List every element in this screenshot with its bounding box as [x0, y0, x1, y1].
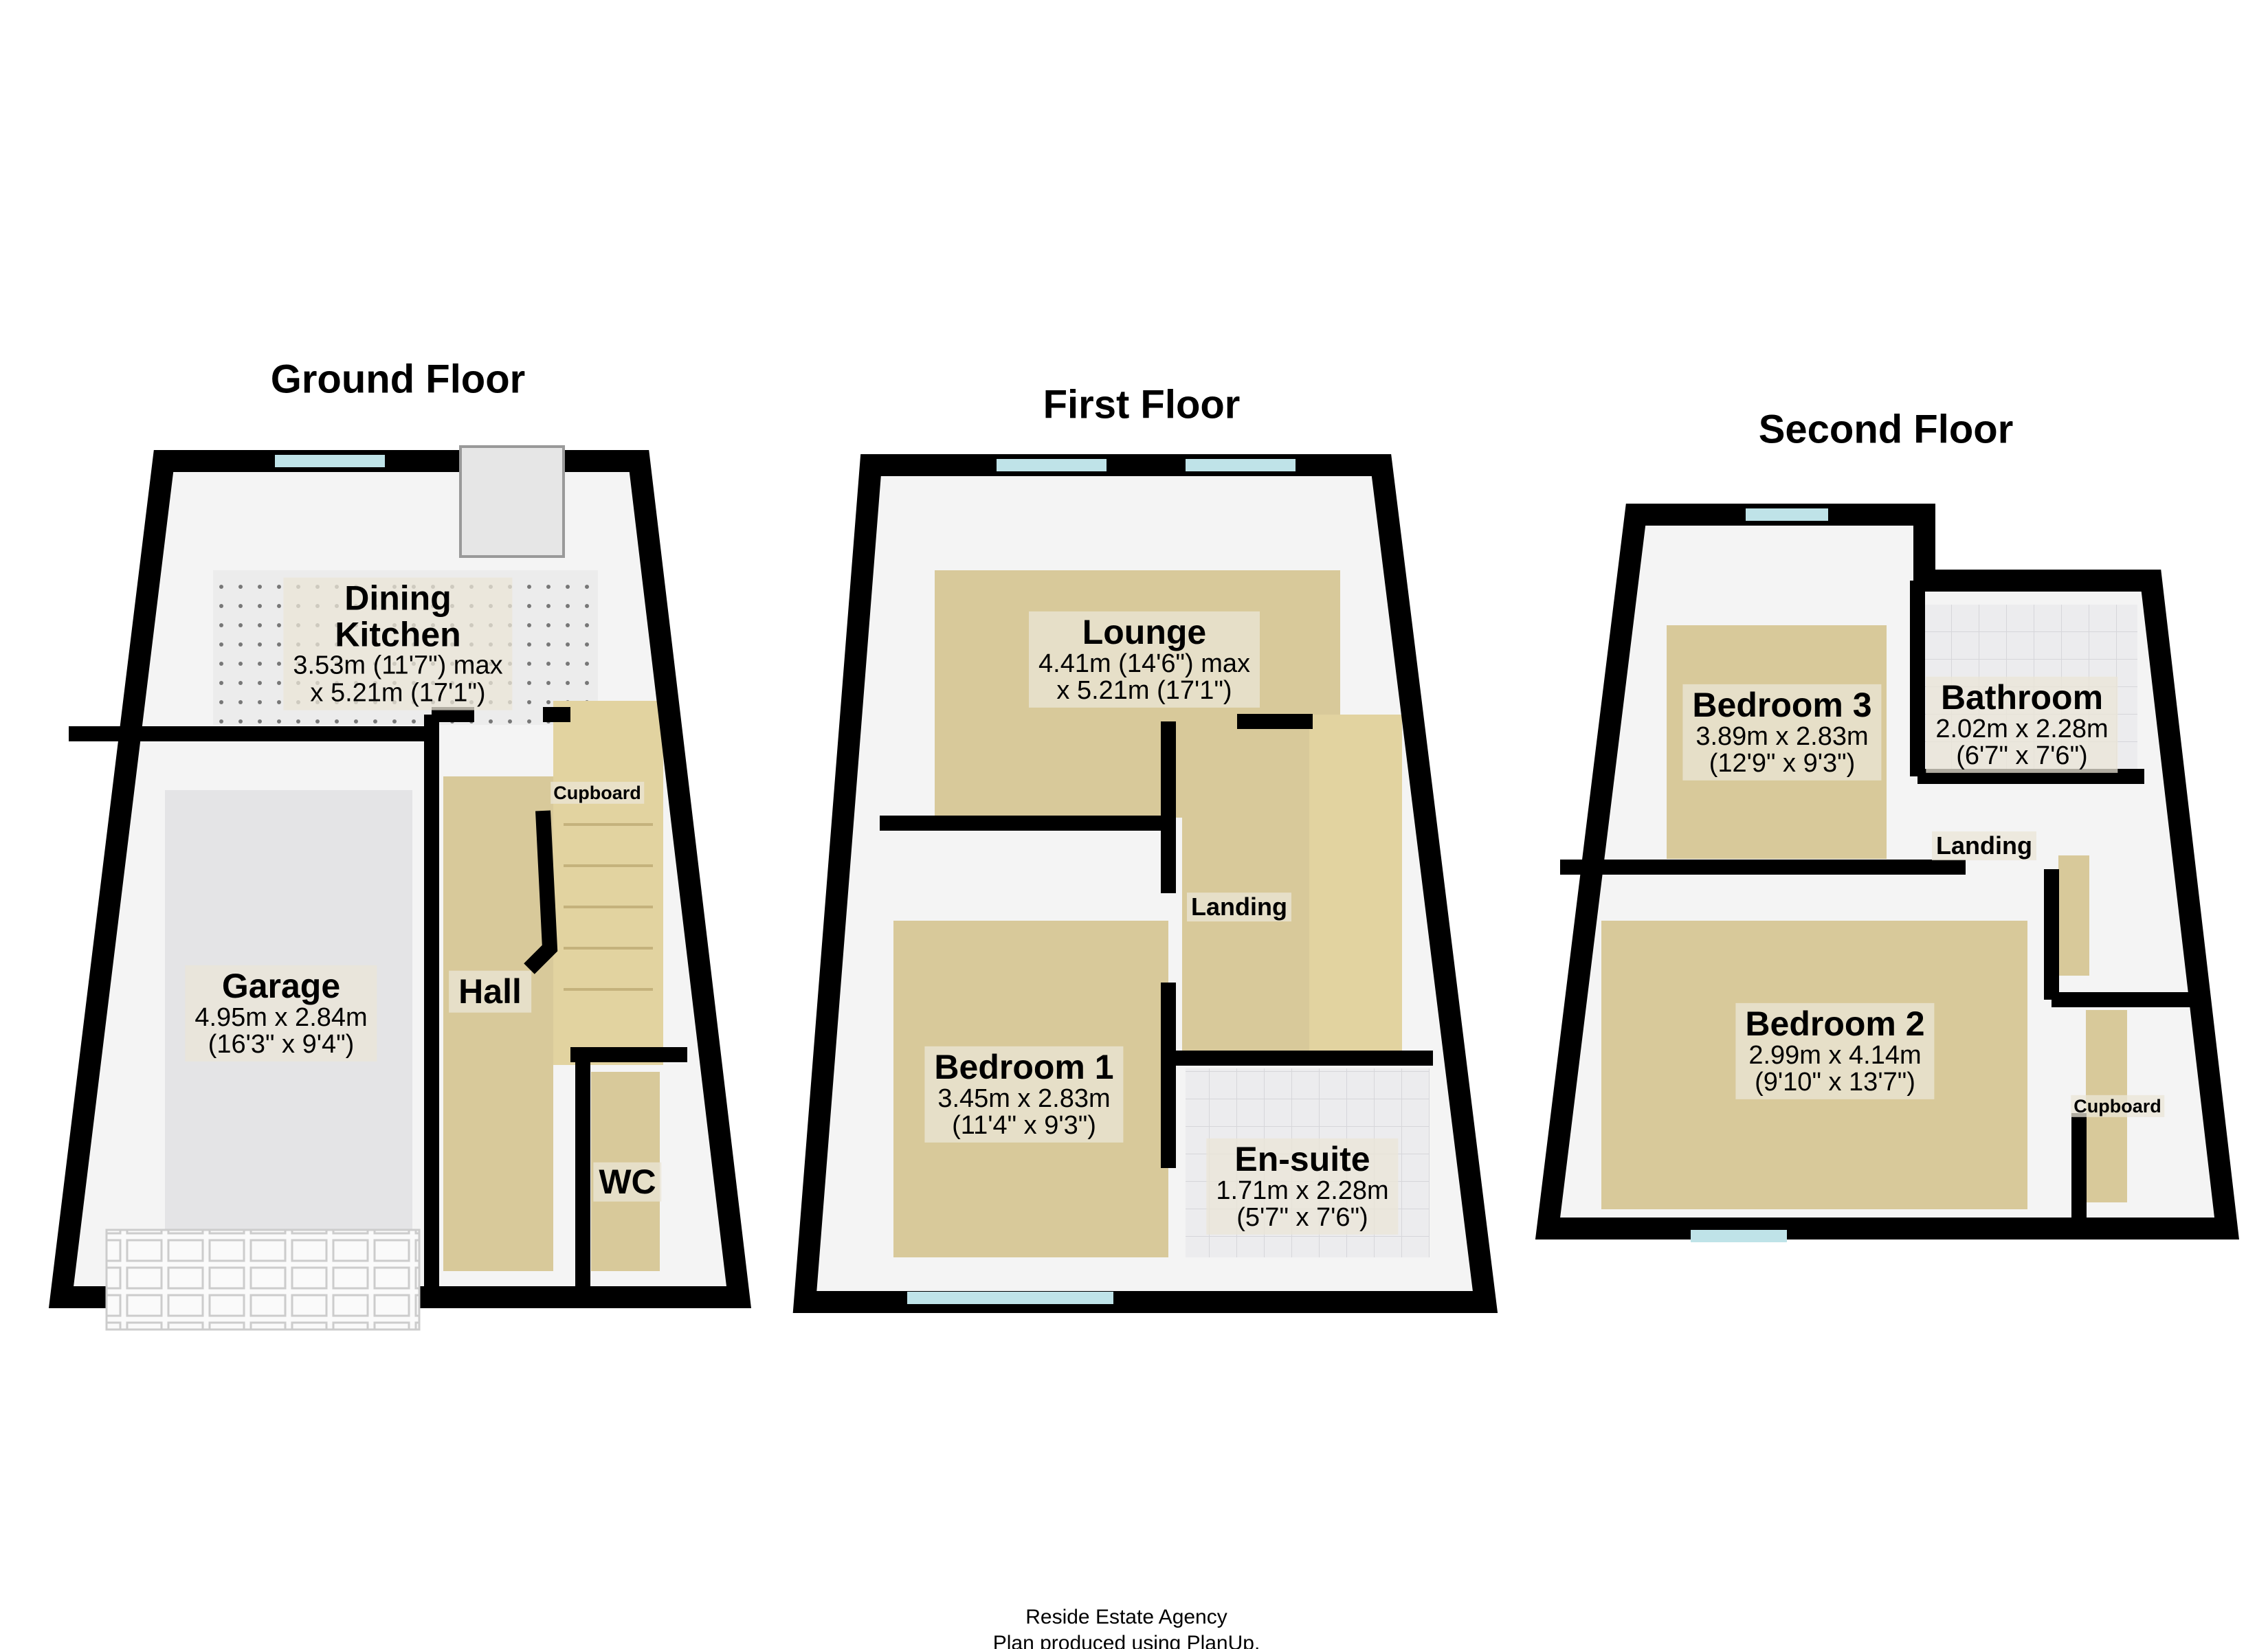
- ground-interior-walls: [69, 707, 687, 1292]
- bedroom2-label: Bedroom 2 2.99m x 4.14m (9'10" x 13'7"): [1735, 1002, 1935, 1100]
- room-dimensions: 1.71m x 2.28m: [1216, 1176, 1389, 1205]
- second-interior-walls: [1560, 581, 2199, 1223]
- agency-name: Reside Estate Agency: [1025, 1606, 1227, 1628]
- wc-label: WC: [593, 1162, 662, 1202]
- second-cupboard-label: Cupboard: [2071, 1095, 2164, 1118]
- room-dimensions: 3.89m x 2.83m: [1696, 721, 1869, 751]
- room-dimensions: x 5.21m (17'1"): [310, 678, 486, 708]
- ensuite-label: En-suite 1.71m x 2.28m (5'7" x 7'6"): [1206, 1138, 1399, 1235]
- stairs: [553, 701, 663, 1065]
- room-name: Lounge: [1082, 612, 1207, 651]
- room-dimensions: (16'3" x 9'4"): [208, 1030, 355, 1059]
- first-floor-title: First Floor: [1043, 382, 1241, 427]
- second-outer-wall: [1535, 504, 2239, 1239]
- room-dimensions: x 5.21m (17'1"): [1056, 676, 1232, 706]
- bedroom1-label: Bedroom 1 3.45m x 2.83m (11'4" x 9'3"): [924, 1046, 1124, 1143]
- first-interior-walls: [880, 714, 1433, 1168]
- room-dimensions: (5'7" x 7'6"): [1236, 1203, 1368, 1233]
- bedroom3-window: [1746, 508, 1828, 521]
- room-dimensions: (12'9" x 9'3"): [1709, 749, 1856, 778]
- room-name: Garage: [221, 966, 341, 1005]
- hall-floor: [443, 776, 553, 1271]
- room-name: Bathroom: [1940, 677, 2104, 717]
- first-landing-label: Landing: [1187, 893, 1291, 921]
- dining-kitchen-label: Dining Kitchen 3.53m (11'7") max x 5.21m…: [283, 577, 513, 710]
- kitchen-window-1: [275, 455, 385, 467]
- second-floor-plan: [1535, 504, 2239, 1242]
- plan-credit: Plan produced using PlanUp.: [992, 1631, 1260, 1649]
- room-name: Bedroom 3: [1692, 685, 1872, 724]
- hall-label: Hall: [449, 970, 531, 1013]
- lounge-window-2: [1186, 459, 1296, 471]
- first-stairs: [1309, 715, 1402, 1051]
- footer-credit: Reside Estate Agency Plan produced using…: [993, 1604, 1260, 1649]
- room-dimensions: (6'7" x 7'6"): [1956, 741, 2088, 771]
- room-name: Bedroom 1: [934, 1047, 1114, 1086]
- ground-floor-title: Ground Floor: [270, 357, 526, 402]
- patio-doors: [459, 445, 565, 558]
- room-name: Bedroom 2: [1745, 1004, 1925, 1043]
- room-dimensions: 3.45m x 2.83m: [937, 1084, 1111, 1113]
- bathroom-label: Bathroom 2.02m x 2.28m (6'7" x 7'6"): [1926, 676, 2118, 774]
- room-dimensions: (9'10" x 13'7"): [1755, 1068, 1915, 1097]
- garage-label: Garage 4.95m x 2.84m (16'3" x 9'4"): [185, 965, 377, 1062]
- room-dimensions: 4.95m x 2.84m: [194, 1002, 368, 1032]
- second-landing-label: Landing: [1932, 831, 2036, 860]
- room-name: Dining: [344, 579, 452, 618]
- garage-door: [105, 1229, 421, 1331]
- bedroom1-window: [907, 1292, 1113, 1304]
- lounge-label: Lounge 4.41m (14'6") max x 5.21m (17'1"): [1029, 611, 1260, 708]
- bedroom2-window: [1691, 1230, 1787, 1242]
- second-stairs: [2058, 855, 2089, 976]
- room-name: Kitchen: [335, 615, 461, 654]
- bedroom3-label: Bedroom 3 3.89m x 2.83m (12'9" x 9'3"): [1682, 684, 1882, 781]
- room-name: En-suite: [1234, 1139, 1370, 1178]
- lounge-window-1: [997, 459, 1107, 471]
- ground-cupboard-label: Cupboard: [551, 781, 644, 805]
- room-dimensions: 4.41m (14'6") max: [1038, 649, 1250, 678]
- room-dimensions: 3.53m (11'7") max: [293, 651, 503, 680]
- second-floor-title: Second Floor: [1758, 407, 2014, 452]
- room-dimensions: 2.02m x 2.28m: [1935, 714, 2109, 743]
- room-dimensions: 2.99m x 4.14m: [1748, 1040, 1922, 1070]
- room-dimensions: (11'4" x 9'3"): [952, 1111, 1096, 1141]
- stair-treads: [564, 823, 653, 991]
